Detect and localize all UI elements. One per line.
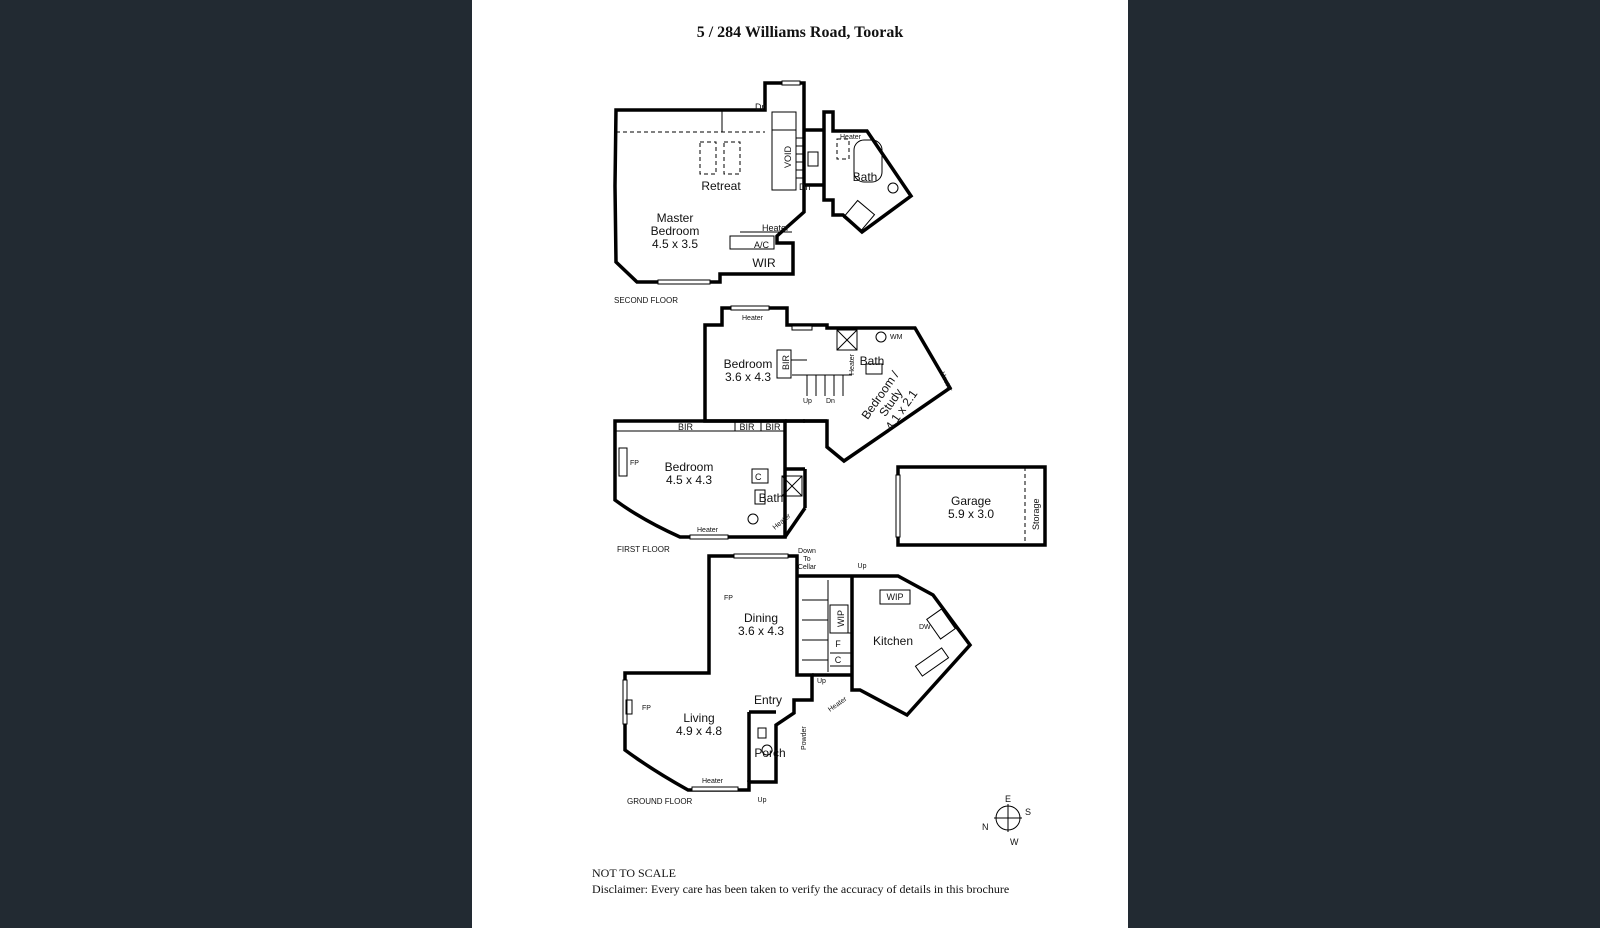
compass-south: S [1025, 807, 1031, 817]
page-title: 5 / 284 Williams Road, Toorak [696, 24, 904, 41]
living-label: Living [683, 711, 714, 725]
floorplan-drawing: Dn Dn Heater Heater A/C VOID Retreat Mas… [613, 80, 1047, 847]
master-bedroom-dimensions: 4.5 x 3.5 [652, 237, 698, 251]
bath-label: Bath [860, 354, 885, 368]
bath-label: Bath [853, 170, 878, 184]
wip-label: WIP [836, 610, 846, 627]
kitchen-label: Kitchen [873, 634, 913, 648]
storage-label: Storage [1031, 498, 1041, 530]
up-label: Up [817, 678, 826, 685]
retreat-label: Retreat [701, 179, 741, 193]
floorplan-sheet: 5 / 284 Williams Road, Toorak [472, 0, 1128, 928]
bir-label: BIR [781, 354, 791, 370]
compass-rose: E S N W [982, 794, 1031, 847]
dn-label: Dn [826, 398, 835, 405]
bedroom-study-label: Bedroom / Study 4.1 x 2.1 [859, 368, 921, 433]
bedroom-label: Bedroom [665, 460, 714, 474]
heater-label: Heater [840, 134, 862, 141]
garage-label: Garage [951, 494, 991, 508]
fireplace-label: FP [630, 460, 639, 467]
cupboard-label: C [755, 472, 762, 482]
ground-floor-plan: Down To Cellar Up Up Up WIP WIP DW F C F… [622, 548, 973, 806]
first-floor-plan: BIR BIR BIR BIR Heater Heater Heater Hea… [613, 305, 1047, 554]
cellar-label: Cellar [798, 564, 817, 571]
garage-dimensions: 5.9 x 3.0 [948, 507, 994, 521]
compass-north: N [982, 822, 989, 832]
up-label: Up [803, 398, 812, 405]
ac-label: A/C [754, 240, 770, 250]
void-label: VOID [783, 145, 793, 168]
stair-treads [796, 137, 804, 179]
dining-dimensions: 3.6 x 4.3 [738, 624, 784, 638]
bedroom-dimensions: 4.5 x 4.3 [666, 473, 712, 487]
master-bedroom-label: Bedroom [651, 224, 700, 238]
bedroom-label: Bedroom [724, 357, 773, 371]
bir-label: BIR [765, 422, 781, 432]
compass-east: E [1005, 794, 1011, 804]
cellar-label: Down [798, 548, 816, 555]
up-label: Up [858, 563, 867, 570]
heater-label: Heater [742, 315, 764, 322]
stair-treads [802, 599, 828, 661]
not-to-scale-note: NOT TO SCALE [592, 866, 677, 880]
heater-label: Heater [697, 527, 719, 534]
bir-label: BIR [678, 422, 694, 432]
porch-label: Porch [754, 746, 785, 760]
heater-label: Heater [702, 778, 724, 785]
bath-label: Bath [759, 491, 784, 505]
fridge-label: F [835, 639, 841, 649]
bedroom-dimensions: 3.6 x 4.3 [725, 370, 771, 384]
floor-label: GROUND FLOOR [627, 797, 693, 806]
cupboard-label: C [835, 655, 842, 665]
disclaimer-text: Disclaimer: Every care has been taken to… [592, 882, 1010, 896]
dining-label: Dining [744, 611, 778, 625]
wip-label: WIP [887, 592, 904, 602]
up-label: Up [758, 797, 767, 804]
heater-label: Heater [938, 371, 954, 394]
wm-label: WM [890, 334, 903, 341]
compass-west: W [1010, 837, 1019, 847]
heater-label: Heater [762, 223, 789, 233]
dishwasher-label: DW [919, 624, 931, 631]
dn-label: Dn [755, 102, 767, 112]
heater-label: Heater [827, 695, 849, 713]
floor-label: SECOND FLOOR [614, 296, 678, 305]
stair-treads [806, 375, 844, 396]
wir-label: WIR [752, 256, 776, 270]
floor-label: FIRST FLOOR [617, 545, 670, 554]
second-floor-plan: Dn Dn Heater Heater A/C VOID Retreat Mas… [613, 80, 914, 305]
dn-label: Dn [799, 182, 811, 192]
cellar-label: To [803, 556, 811, 563]
fireplace-label: FP [642, 705, 651, 712]
powder-label: Powder [801, 726, 808, 750]
heater-label: Heater [849, 353, 856, 375]
master-bedroom-label: Master [657, 211, 694, 225]
living-dimensions: 4.9 x 4.8 [676, 724, 722, 738]
bir-label: BIR [739, 422, 755, 432]
fireplace-label: FP [724, 595, 733, 602]
entry-label: Entry [754, 693, 782, 707]
